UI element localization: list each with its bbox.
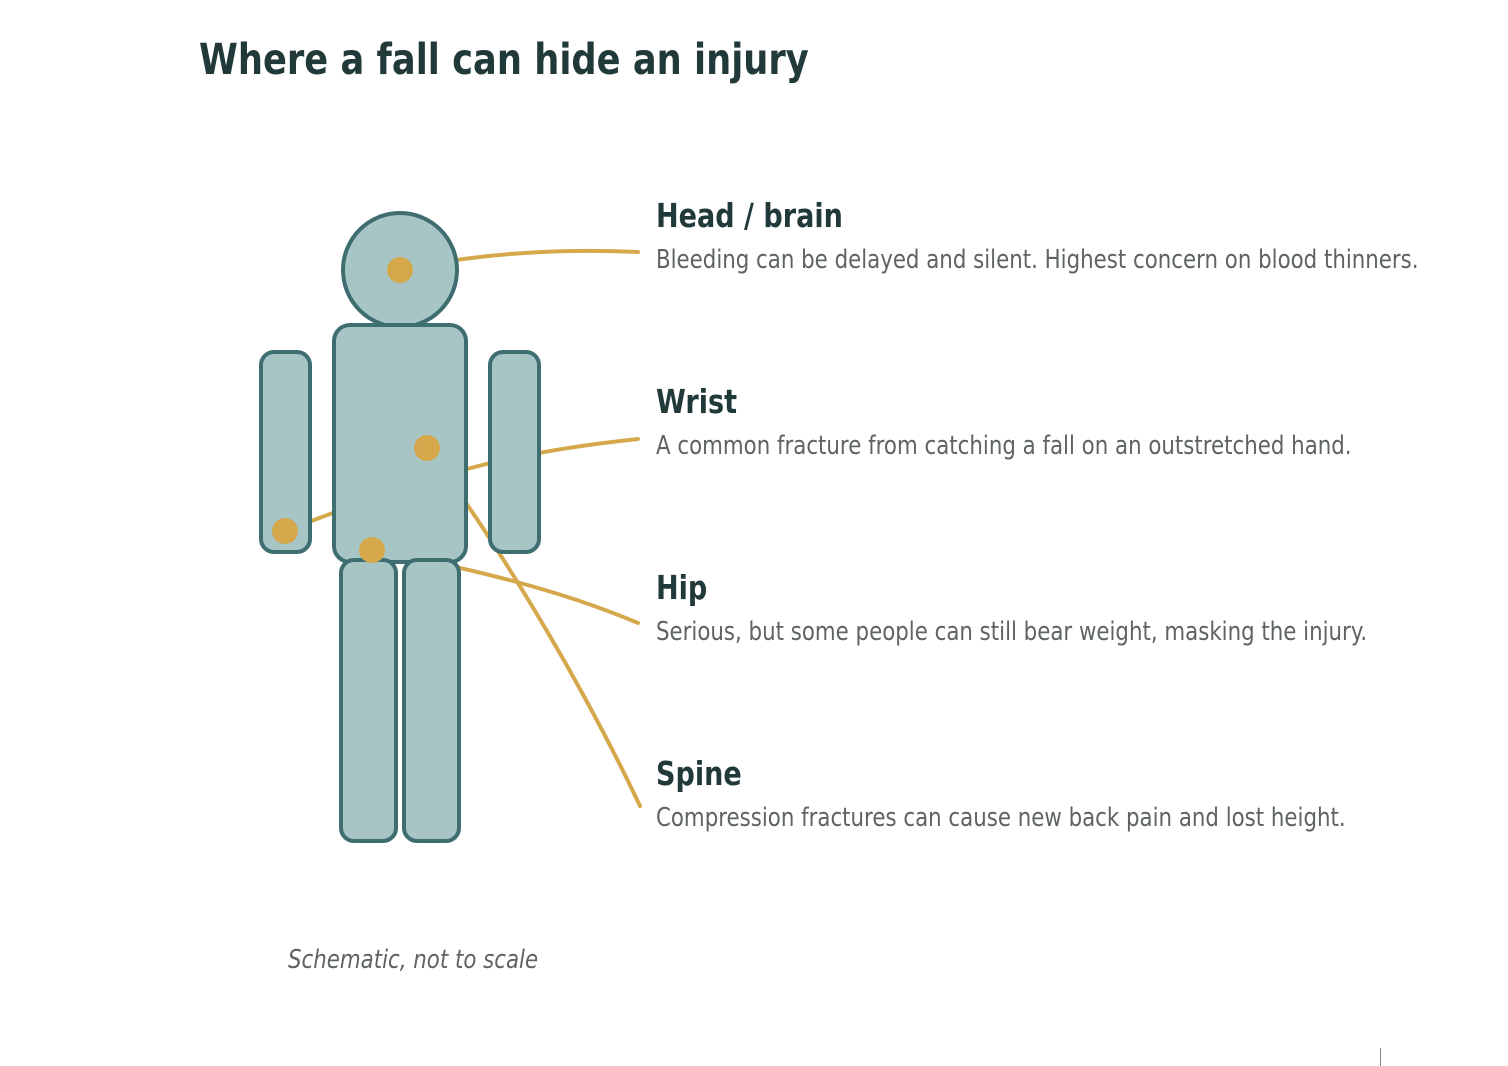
wrist-marker — [272, 518, 298, 544]
callout-wrist-description: A common fracture from catching a fall o… — [656, 431, 1352, 461]
callout-spine-label: Spine — [656, 754, 742, 793]
head-marker — [387, 257, 413, 283]
injury-markers — [272, 257, 440, 563]
callout-hip-description: Serious, but some people can still bear … — [656, 617, 1368, 647]
callout-spine: Spine Compression fractures can cause ne… — [656, 754, 1497, 834]
callout-head-description: Bleeding can be delayed and silent. High… — [656, 245, 1419, 275]
diagram-caption: Schematic, not to scale — [288, 945, 539, 975]
right-arm-shape — [488, 350, 541, 554]
left-arm-shape — [259, 350, 312, 554]
callout-head: Head / brain Bleeding can be delayed and… — [656, 196, 1508, 276]
left-leg-shape — [339, 558, 398, 843]
callout-spine-description: Compression fractures can cause new back… — [656, 803, 1346, 833]
callout-head-label: Head / brain — [656, 196, 843, 235]
body-silhouette — [259, 211, 541, 843]
edge-tick-mark — [1380, 1048, 1381, 1066]
callout-wrist-label: Wrist — [656, 382, 738, 421]
spine-marker — [414, 435, 440, 461]
callout-wrist: Wrist A common fracture from catching a … — [656, 382, 1504, 462]
torso-shape — [332, 323, 468, 564]
callout-hip-label: Hip — [656, 568, 708, 607]
right-leg-shape — [402, 558, 461, 843]
hip-marker — [359, 537, 385, 563]
callout-hip: Hip Serious, but some people can still b… — [656, 568, 1508, 648]
page-title: Where a fall can hide an injury — [199, 35, 809, 85]
